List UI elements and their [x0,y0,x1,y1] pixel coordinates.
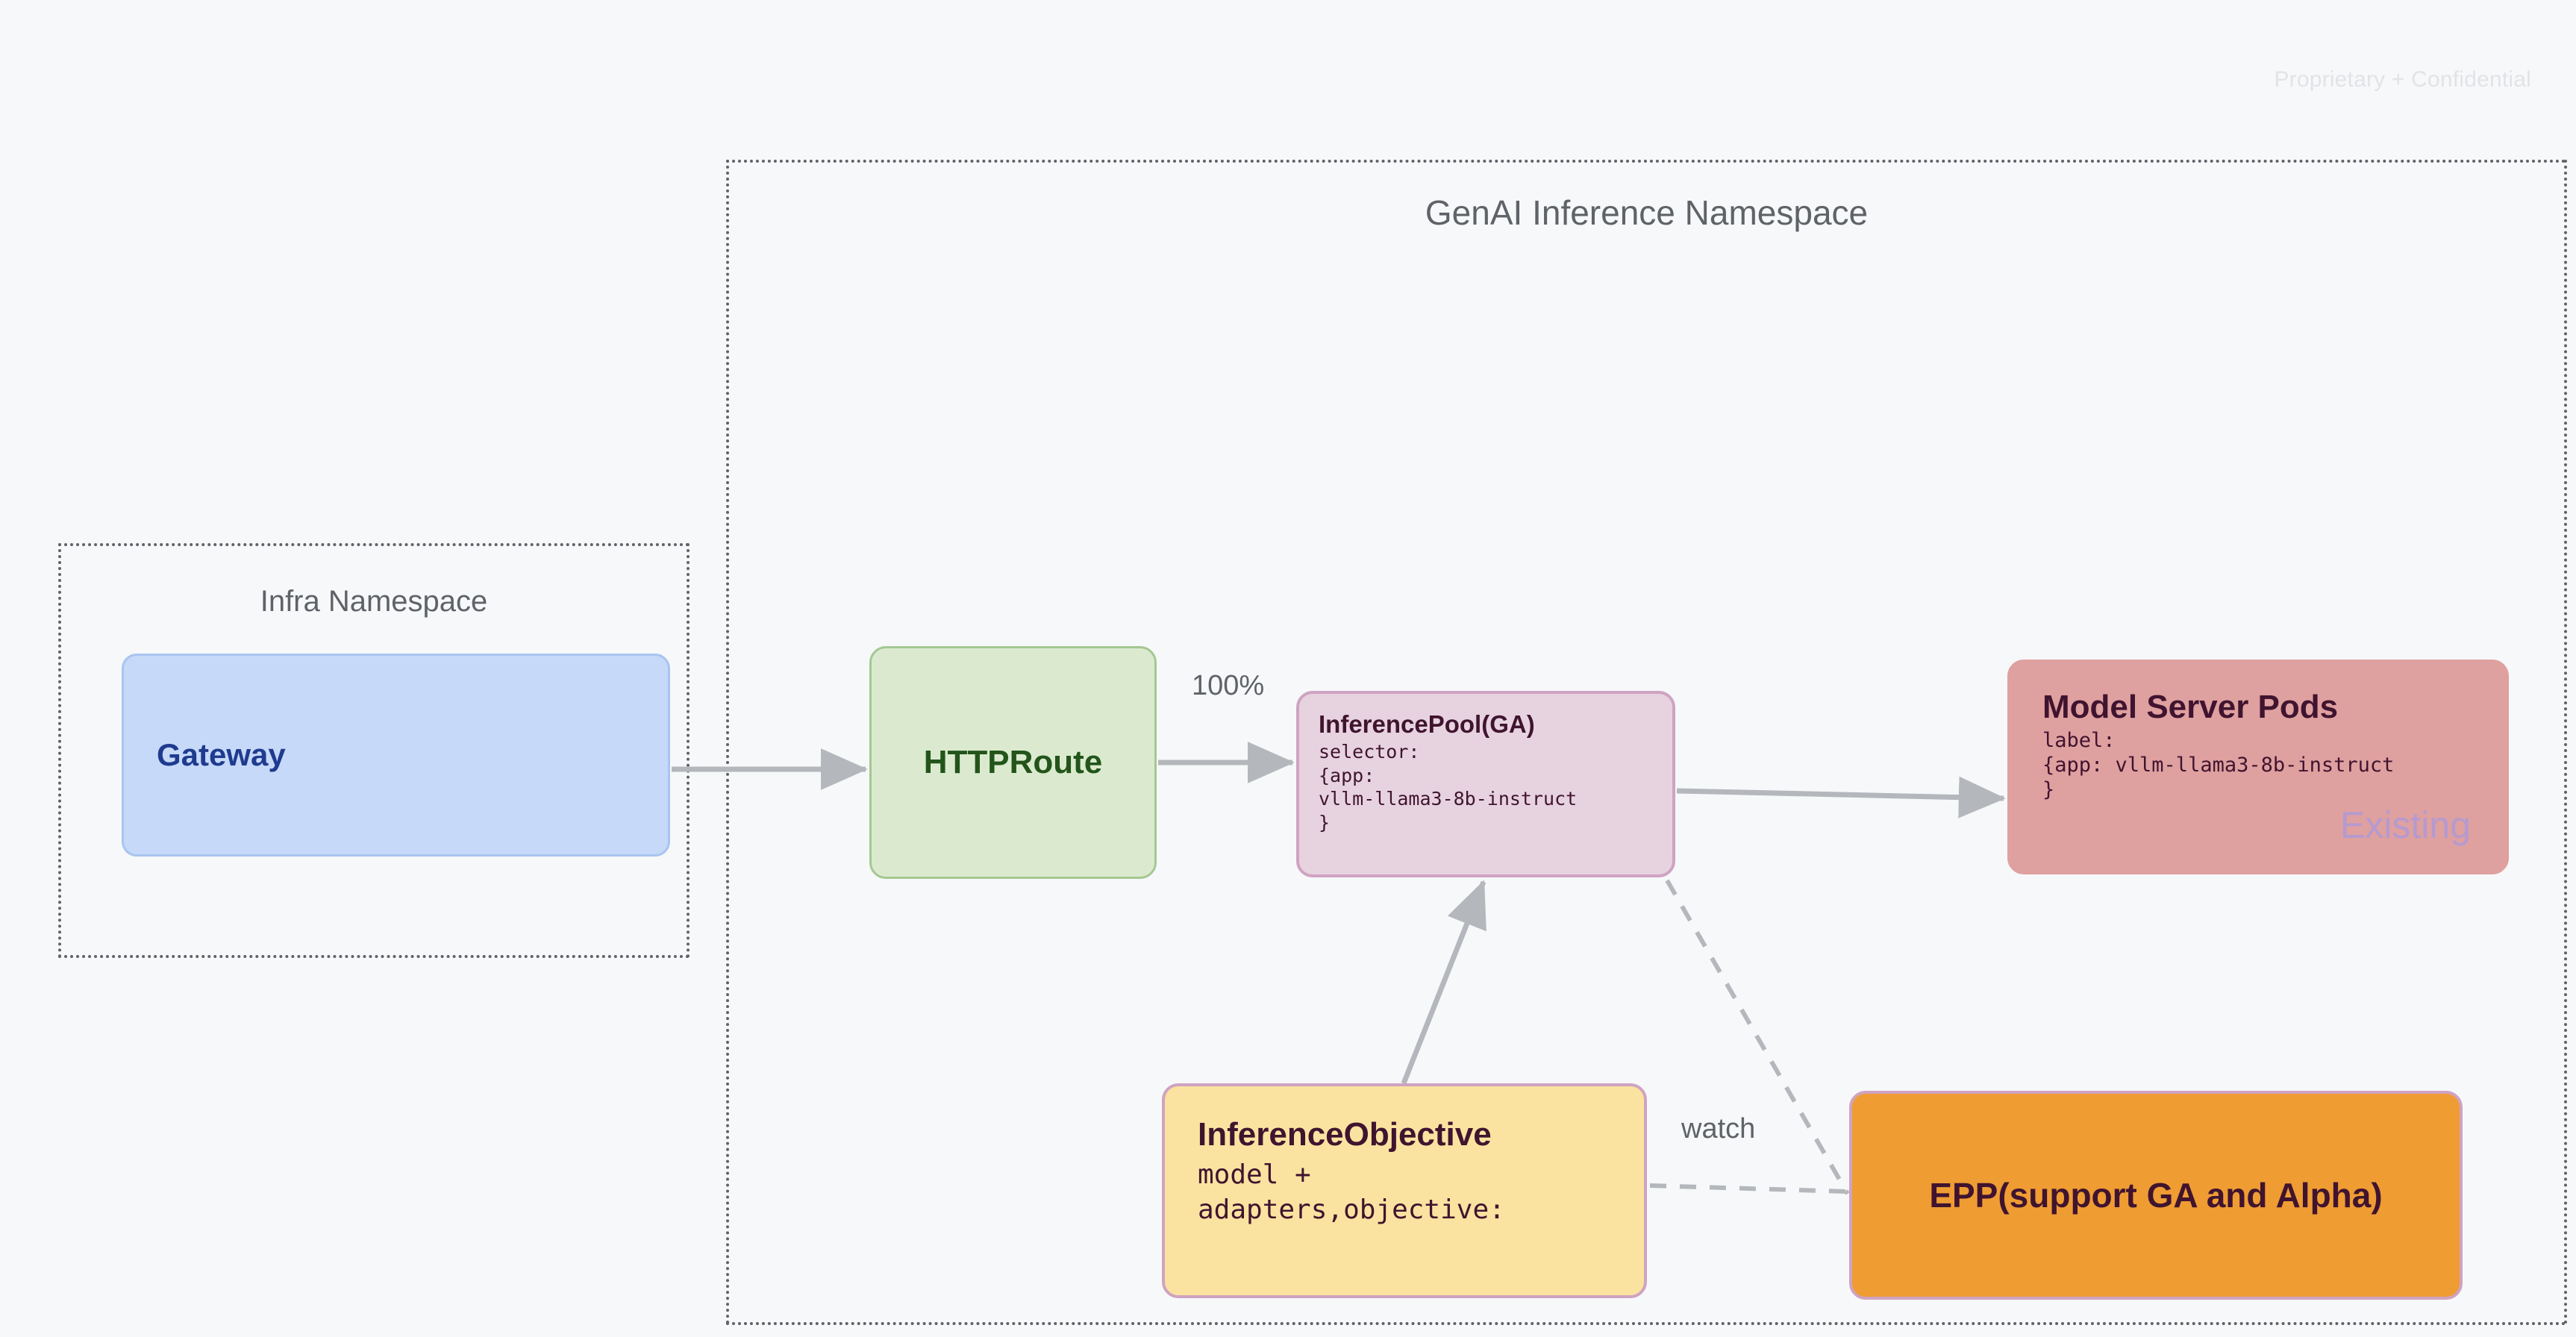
node-model-server-pods[interactable]: Model Server Pods label: {app: vllm-llam… [2007,660,2509,874]
infra-namespace-title: Infra Namespace [260,585,488,618]
edge-label-traffic-weight: 100% [1192,670,1265,701]
node-httproute[interactable]: HTTPRoute [869,646,1157,879]
httproute-title: HTTPRoute [923,744,1103,780]
node-gateway[interactable]: Gateway [122,654,670,857]
node-inferencepool[interactable]: InferencePool(GA) selector: {app: vllm-l… [1296,691,1675,877]
existing-tag: Existing [2339,804,2471,846]
confidentiality-watermark: Proprietary + Confidential [2274,67,2531,92]
gateway-title: Gateway [157,737,286,772]
model-server-pods-label-spec: label: {app: vllm-llama3-8b-instruct } [2042,729,2395,801]
edge-label-watch: watch [1681,1113,1756,1145]
model-server-pods-title: Model Server Pods [2042,689,2339,725]
inferencepool-selector-spec: selector: {app: vllm-llama3-8b-instruct … [1319,741,1578,833]
inferenceobjective-spec: model + adapters,objective: [1198,1159,1505,1225]
genai-inference-namespace-container: GenAI Inference Namespace [726,160,2567,1325]
inferencepool-title: InferencePool(GA) [1319,710,1535,738]
infra-namespace-container: Infra Namespace [58,543,690,958]
genai-namespace-title: GenAI Inference Namespace [1425,193,1869,232]
epp-title: EPP(support GA and Alpha) [1929,1176,2383,1215]
node-inferenceobjective[interactable]: InferenceObjective model + adapters,obje… [1162,1083,1647,1298]
node-epp[interactable]: EPP(support GA and Alpha) [1849,1091,2463,1300]
inferenceobjective-title: InferenceObjective [1198,1116,1492,1153]
